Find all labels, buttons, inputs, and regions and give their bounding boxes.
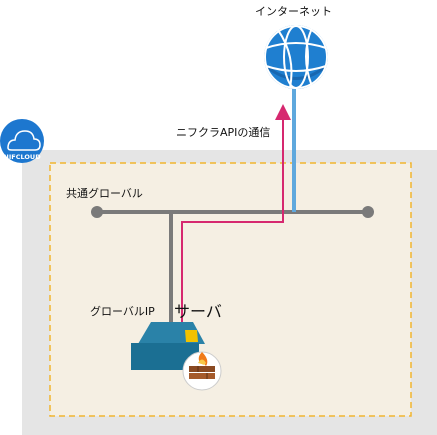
network-endpoint-left [91,206,103,218]
api-communication-label: ニフクラAPIの通信 [176,126,271,139]
availability-zone [49,162,412,417]
network-endpoint-right [362,206,374,218]
nifcloud-logo-text: NIFCLOUD [3,153,41,161]
internet-label: インターネット [255,5,332,18]
nifcloud-cloud-icon: NIFCLOUD [0,119,44,163]
server-label: サーバ [174,302,222,321]
global-ip-label: グローバルIP [90,305,155,318]
firewall-icon [182,351,222,391]
shared-global-label: 共通グローバル [66,187,143,200]
globe-icon [264,25,328,89]
api-communication-path [181,104,291,322]
